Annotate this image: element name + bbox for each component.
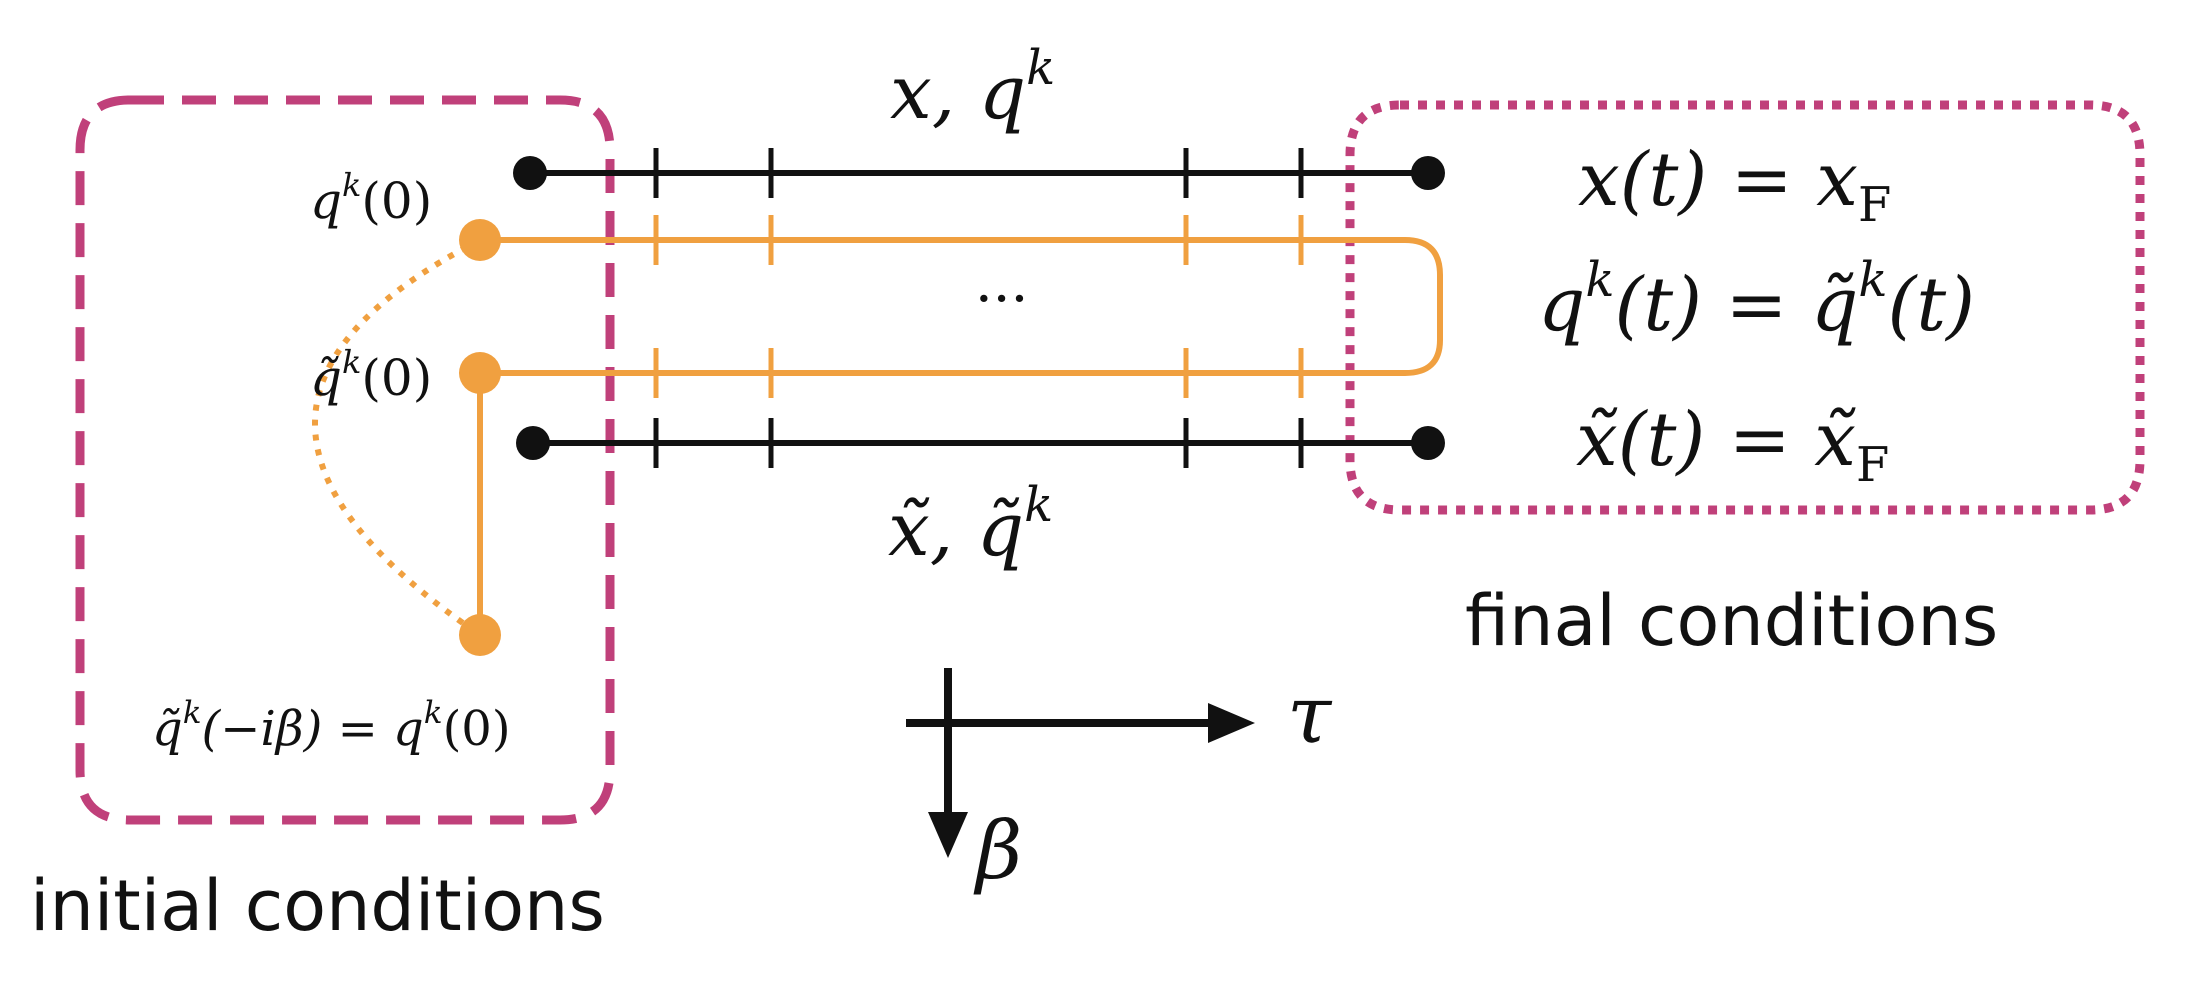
final-condition-q: qk(t) = q̃k(t) [1538,252,1975,348]
forward-start-dot [513,156,547,190]
beta-arrowhead [928,812,968,858]
final-condition-x: x(t) = xF [1578,137,1891,233]
forward-variables-label: x, qk [890,40,1055,136]
qtilde-ibeta-node [459,614,501,656]
final-condition-xtilde: x̃(t) = x̃F [1576,397,1889,493]
forward-branch-line [513,148,1445,198]
q0-label: qk(0) [310,166,432,230]
backward-end-dot [1411,426,1445,460]
periodicity-condition: q̃k(−iβ) = qk(0) [152,695,511,757]
backward-branch-line [516,418,1445,468]
tau-axis-label: τ [1287,668,1333,761]
ellipsis: ··· [975,267,1028,332]
tau-arrowhead [1208,703,1255,743]
dotted-periodic-link [312,237,482,638]
q0-node [459,219,501,261]
qtilde0-label: q̃k(0) [310,343,432,407]
initial-conditions-box [75,95,615,825]
backward-start-dot [516,426,550,460]
final-conditions-caption: final conditions [1465,580,1998,662]
final-conditions-box [1345,100,2145,515]
tau-beta-axes [906,668,1255,858]
orange-contour [312,215,1443,656]
forward-end-dot [1411,156,1445,190]
beta-axis-label: β [973,804,1022,897]
initial-conditions-caption: initial conditions [30,865,605,947]
backward-variables-label: x̃, q̃k [888,477,1053,573]
qtilde0-node [459,352,501,394]
